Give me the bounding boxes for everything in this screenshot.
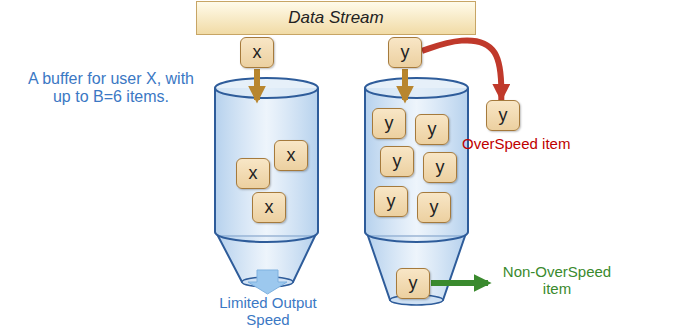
overspeed-item: y <box>486 100 520 131</box>
buffered-item: y <box>374 186 408 217</box>
buffered-item: y <box>423 152 457 183</box>
node-text: x <box>287 145 296 166</box>
stream-box: Data Stream <box>196 1 476 35</box>
funnel <box>368 236 465 300</box>
buffered-item: y <box>380 146 414 177</box>
buffer-bucket <box>215 78 318 287</box>
data-item: y <box>388 37 422 68</box>
data-item: x <box>240 37 274 68</box>
node-text: y <box>430 197 439 218</box>
buffered-item: x <box>252 192 286 223</box>
buffered-item: y <box>372 108 406 139</box>
node-text: y <box>387 191 396 212</box>
output-item: y <box>396 268 430 299</box>
node-text: y <box>436 157 445 178</box>
pass-label: Non-OverSpeed item <box>493 264 621 297</box>
node-text: x <box>249 163 258 184</box>
node-text: x <box>265 197 274 218</box>
buffered-item: x <box>274 140 308 171</box>
node-text: y <box>401 42 410 63</box>
input-arrow <box>254 69 260 100</box>
buffered-item: y <box>415 114 449 145</box>
node-text: y <box>385 113 394 134</box>
buffered-item: x <box>236 158 270 189</box>
cylinder-top <box>365 78 468 98</box>
cylinder-body <box>365 88 468 242</box>
output-label: Limited Output Speed <box>207 295 329 328</box>
cylinder-top <box>215 78 318 98</box>
buffered-item: y <box>417 192 451 223</box>
node-text: y <box>393 151 402 172</box>
node-text: y <box>409 273 418 294</box>
buffer-bucket <box>365 78 468 305</box>
overspeed-label: OverSpeed item <box>462 136 570 153</box>
node-text: y <box>428 119 437 140</box>
node-text: Data Stream <box>288 8 383 28</box>
buffer-note: A buffer for user X, with up to B=6 item… <box>22 70 200 105</box>
node-text: x <box>253 42 262 63</box>
node-text: y <box>499 105 508 126</box>
overspeed-arrow <box>422 40 501 100</box>
pass-arrow <box>431 280 488 286</box>
input-arrow <box>402 69 408 100</box>
cylinder-body <box>215 88 318 242</box>
output-arrow <box>248 270 287 294</box>
